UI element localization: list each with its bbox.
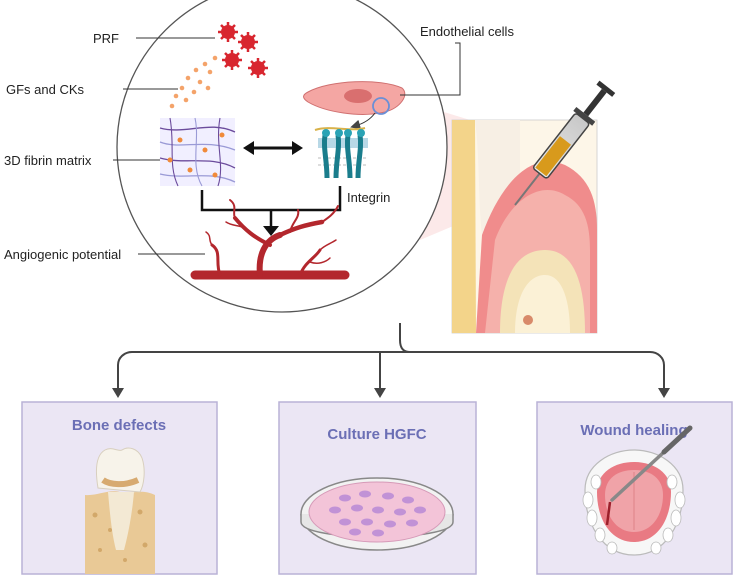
label-integrin: Integrin bbox=[347, 190, 390, 205]
leader-lines bbox=[113, 37, 461, 255]
interaction-arrow bbox=[243, 141, 303, 155]
card-title-bone-defects: Bone defects bbox=[72, 417, 166, 434]
label-endothelial-cells: Endothelial cells bbox=[420, 24, 514, 39]
magnified-circle bbox=[116, 0, 448, 313]
card-bone-defects: Bone defects bbox=[21, 401, 218, 575]
endothelial-cell-icon bbox=[303, 81, 406, 130]
palate-scalpel-icon bbox=[582, 425, 693, 556]
label-fibrin-matrix: 3D fibrin matrix bbox=[4, 153, 92, 168]
label-prf: PRF bbox=[93, 31, 119, 46]
bracket-arrowhead bbox=[263, 226, 279, 236]
arrow-to-card-1 bbox=[112, 388, 124, 398]
card-wound-healing: Wound healing bbox=[536, 401, 733, 575]
blood-vessel-icon bbox=[190, 199, 350, 280]
card-title-wound-healing: Wound healing bbox=[580, 422, 687, 439]
syringe-icon bbox=[514, 80, 616, 206]
fibrin-matrix-icon bbox=[159, 117, 236, 187]
arrow-to-card-3 bbox=[658, 388, 670, 398]
card-culture-hgfc: Culture HGFC bbox=[278, 401, 477, 575]
integrin-icon bbox=[314, 127, 368, 179]
platelet-icons bbox=[218, 22, 268, 78]
growth-factor-dots bbox=[169, 55, 218, 109]
tooth-cross-section bbox=[451, 119, 598, 334]
label-gfs-cks: GFs and CKs bbox=[6, 82, 85, 97]
bracket-connector bbox=[200, 186, 342, 228]
card-title-culture-hgfc: Culture HGFC bbox=[327, 426, 426, 443]
branch-connector bbox=[117, 323, 665, 392]
tooth-bone-icon bbox=[85, 447, 155, 574]
label-angiogenic-potential: Angiogenic potential bbox=[4, 247, 121, 262]
petri-dish-icon bbox=[300, 477, 454, 551]
arrow-to-card-2 bbox=[374, 388, 386, 398]
